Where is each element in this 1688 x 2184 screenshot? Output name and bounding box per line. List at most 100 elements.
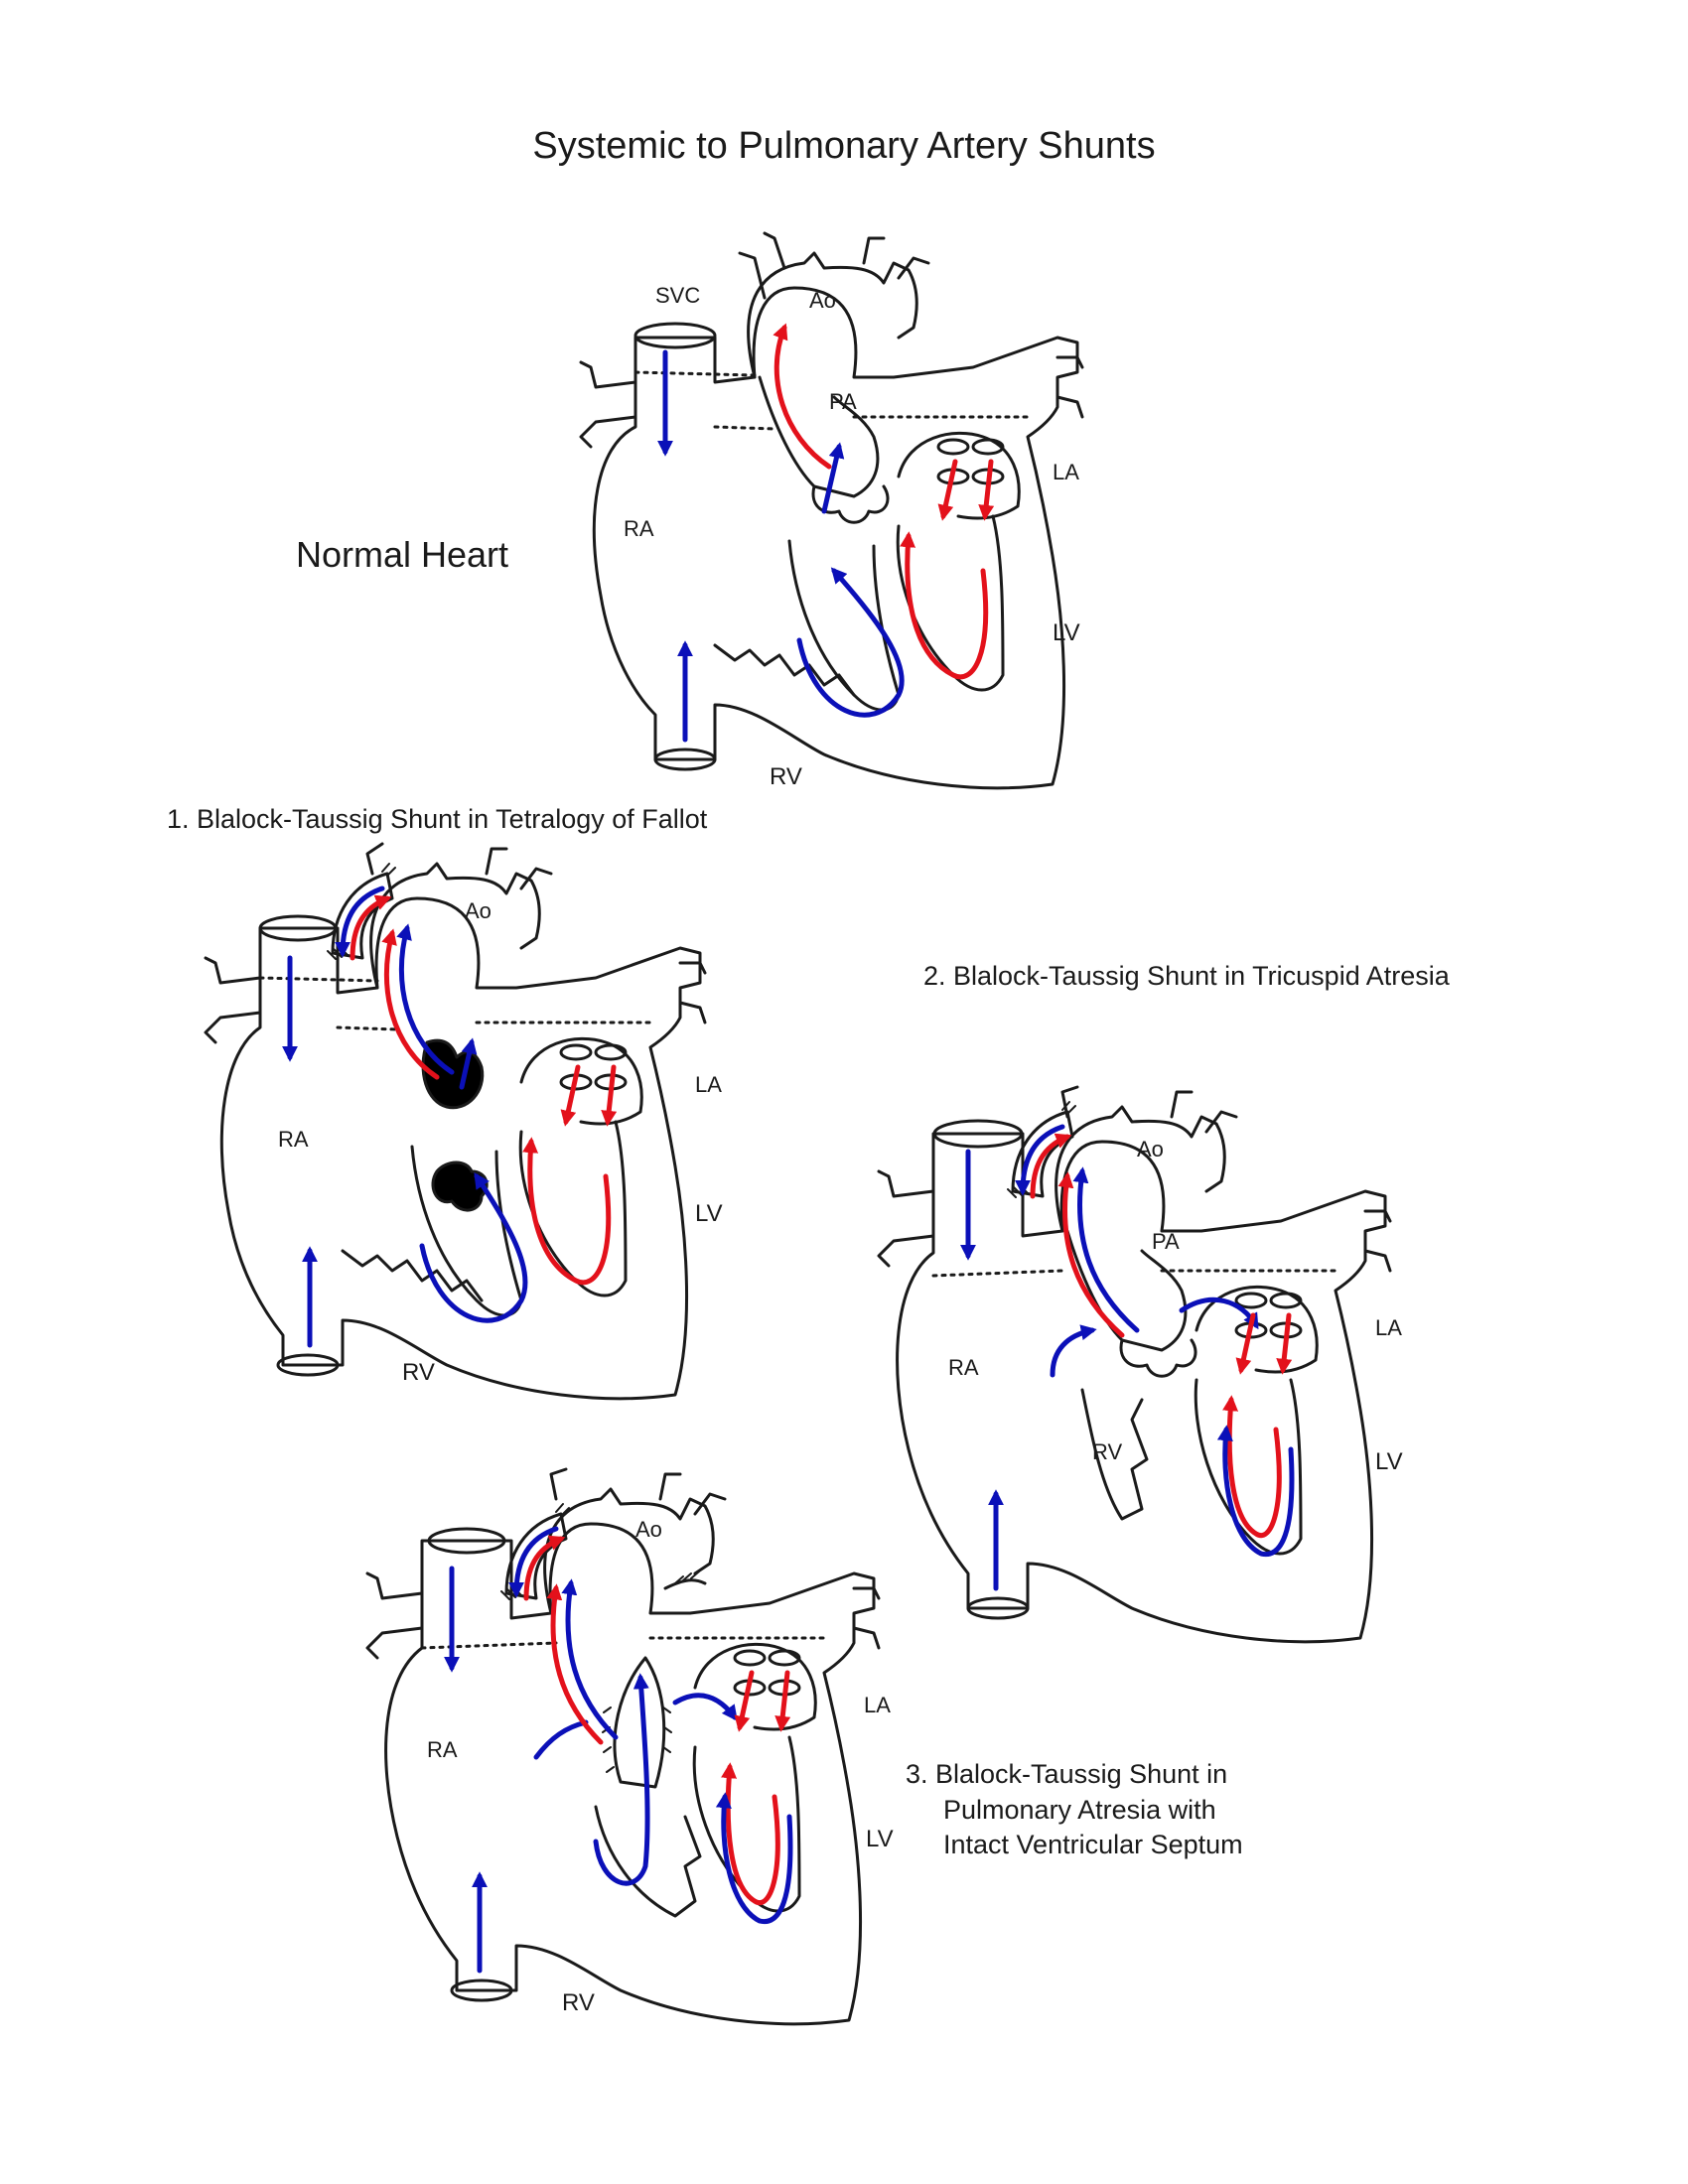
normal-pulm-vein-1: [936, 438, 970, 456]
normal-septum: [787, 539, 901, 712]
normal-heart-outline: [592, 286, 1079, 790]
normal-lv-inner: [896, 514, 1005, 692]
shunt1-lv-inner: [518, 1120, 628, 1297]
shunt3-arrow-lv-blue: [715, 1792, 793, 1925]
shunt2-arrow-shunt-red: [1030, 1133, 1072, 1199]
normal-dotted-line-top: [633, 370, 1035, 431]
shunt1-arrow-pa: [459, 1037, 478, 1090]
shunt3-heart-outline: [384, 1522, 876, 2026]
shunt2-heart-outline: [896, 1132, 1387, 1644]
shunt3-arrow-shunt-blue: [508, 1526, 559, 1598]
shunt2-arrow-ra-asd: [1050, 1324, 1097, 1378]
shunt2-pa-label: PA: [1152, 1229, 1180, 1254]
shunt3-caption-line1: 3. Blalock-Taussig Shunt in: [906, 1759, 1228, 1789]
shunt2-aortic-arch: [1055, 1105, 1226, 1233]
shunt1-rv-label: RV: [402, 1359, 435, 1386]
shunt1-arrow-la-1: [560, 1064, 581, 1127]
normal-pulmonary-valve: [811, 484, 890, 524]
shunt3-dotted-line: [420, 1636, 831, 1650]
normal-left-pa-branches: [1055, 355, 1084, 419]
normal-arrow-pa: [821, 442, 845, 514]
normal-pulm-vein-2: [971, 438, 1005, 456]
normal-heart-label: Normal Heart: [296, 534, 509, 575]
shunt1-heart: Ao LA RA LV RV: [204, 842, 723, 1401]
shunt2-right-pa-branches: [877, 1169, 935, 1268]
shunt3-ra-label: RA: [427, 1737, 458, 1762]
shunt3-arrow-la-blue: [672, 1693, 738, 1721]
shunt3-arrow-shunt-red: [523, 1535, 566, 1601]
shunt2-svc-top: [932, 1119, 1024, 1149]
shunt2-arrow-lv-blue: [1216, 1425, 1295, 1558]
shunt1-heart-outline: [219, 896, 702, 1401]
shunt3-pda-ligation: [663, 1578, 707, 1590]
shunt3-caption-line2: Pulmonary Atresia with: [943, 1795, 1216, 1825]
shunt1-arrow-lv: [522, 1137, 612, 1286]
shunt2-dotted-line: [931, 1269, 1342, 1278]
shunt2-ao-label: Ao: [1137, 1137, 1164, 1161]
page-title: Systemic to Pulmonary Artery Shunts: [532, 125, 1156, 167]
shunt2-la-pouch: [1195, 1285, 1319, 1374]
shunt3-heart: Ao LA RA LV RV: [365, 1467, 894, 2026]
shunt1-caption: 1. Blalock-Taussig Shunt in Tetralogy of…: [167, 804, 708, 834]
normal-arrow-rv: [796, 567, 905, 718]
normal-heart: SVC Ao PA LA RA LV RV: [579, 231, 1084, 790]
shunt1-arrow-shunt-blue: [335, 886, 385, 958]
shunt1-ra-label: RA: [278, 1127, 309, 1152]
normal-aortic-arch: [747, 251, 918, 379]
normal-la-pouch: [897, 431, 1021, 520]
shunt1-la-pouch: [519, 1036, 643, 1126]
shunt3-la-pouch: [693, 1642, 817, 1731]
shunt2-aortic-branches: [1060, 1085, 1238, 1134]
shunt2-arrow-lv-red: [1222, 1395, 1282, 1539]
shunt3-arrow-la-1: [734, 1670, 755, 1732]
shunt2-arrow-aorta-blue: [1072, 1166, 1140, 1333]
shunt1-bt-conduit: [331, 872, 394, 960]
shunt3-arrow-aorta-red: [546, 1583, 604, 1745]
normal-right-pa-branches: [579, 360, 637, 449]
shunt1-ao-label: Ao: [465, 898, 492, 923]
shunt2-lv-label: LV: [1375, 1448, 1403, 1475]
shunt3-right-pa-branches: [365, 1571, 424, 1660]
shunt3-ao-label: Ao: [635, 1517, 662, 1542]
normal-arrow-la-2: [978, 459, 995, 521]
shunt1-right-pa-branches: [204, 956, 262, 1044]
shunt3-left-pa-branches: [852, 1586, 881, 1650]
shunt2-arrow-la-1: [1235, 1312, 1256, 1375]
normal-rv-label: RV: [770, 763, 802, 790]
shunt2-caption: 2. Blalock-Taussig Shunt in Tricuspid At…: [923, 961, 1450, 991]
shunt1-subvalvar-muscle: [431, 1160, 489, 1212]
normal-pa-label: PA: [829, 389, 857, 414]
shunt2-pulm-vein-2: [1269, 1292, 1303, 1309]
shunt3-la-label: LA: [864, 1693, 891, 1717]
shunt1-aortic-branches: [365, 842, 553, 890]
shunt1-arrow-rv: [419, 1172, 528, 1323]
normal-arrow-aorta: [773, 323, 832, 470]
shunt1-arrow-shunt-red: [350, 894, 392, 961]
shunt3-arrow-lv-red: [721, 1762, 780, 1906]
shunt2-left-pa-branches: [1363, 1209, 1392, 1273]
shunt2-pulm-vein-1: [1234, 1292, 1268, 1309]
shunt3-aortic-arch: [543, 1487, 715, 1615]
normal-tricuspid-wavy: [713, 643, 856, 697]
shunt2-pulmonary-valve: [1119, 1338, 1197, 1378]
shunt3-arrow-la-2: [774, 1670, 791, 1732]
shunt1-arrow-aorta-red: [381, 928, 440, 1080]
shunt1-arrow-la-2: [601, 1064, 618, 1127]
shunt3-arrow-aorta-blue: [561, 1578, 619, 1740]
shunt2-arrow-la-blue: [1179, 1297, 1259, 1330]
shunt2-ra-label: RA: [948, 1355, 979, 1380]
shunt1-left-pa-branches: [678, 961, 707, 1024]
shunt3-pulm-vein-1: [733, 1649, 767, 1667]
shunt1-la-label: LA: [695, 1072, 722, 1097]
shunt3-pulm-vein-2: [768, 1649, 801, 1667]
normal-ao-label: Ao: [809, 288, 836, 313]
normal-aortic-branches: [738, 231, 930, 300]
shunt3-arrow-rv: [593, 1673, 650, 1886]
shunt3-arrow-ra-asd: [533, 1719, 589, 1760]
shunt2-arrow-aorta-red: [1057, 1171, 1125, 1338]
normal-pulmonary-artery: [758, 375, 880, 498]
shunt2-heart: Ao PA LA RA RV LV: [877, 1085, 1403, 1644]
normal-lv-label: LV: [1053, 619, 1080, 646]
shunt3-ivc-bottom: [450, 1979, 513, 2002]
